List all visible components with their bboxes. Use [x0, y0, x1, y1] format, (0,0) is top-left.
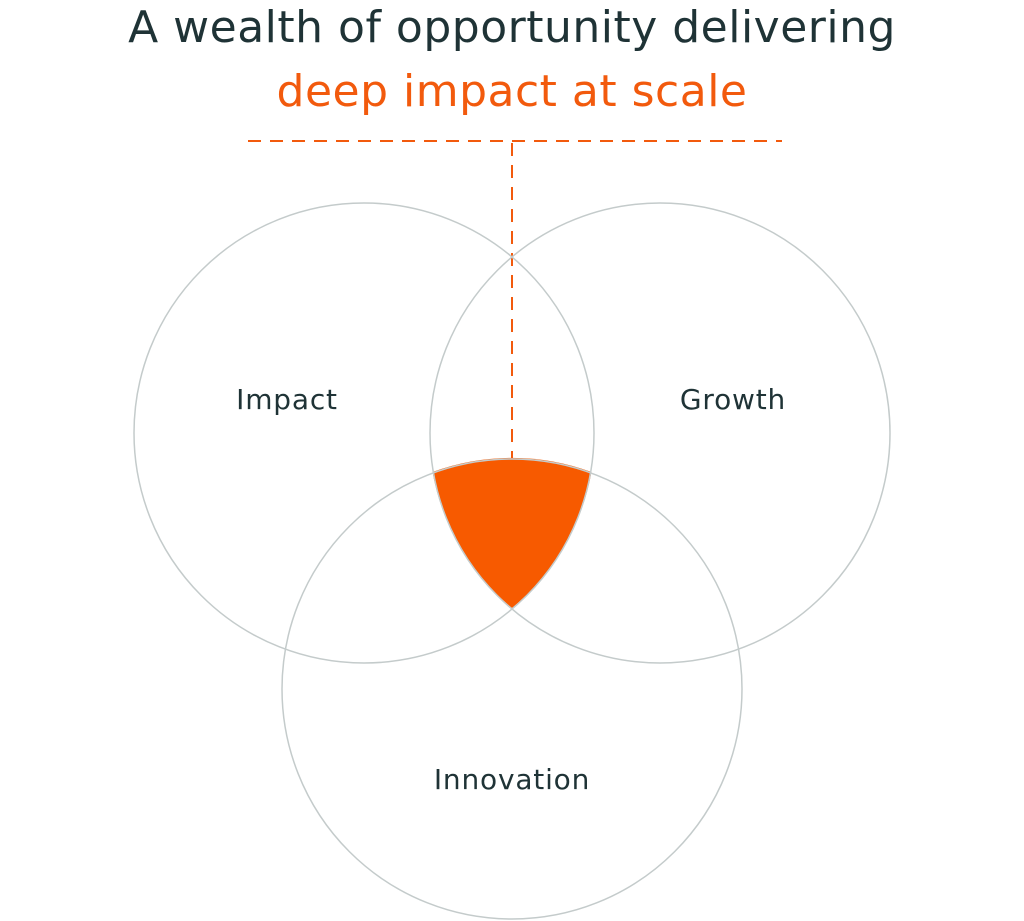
- circle-impact: [133, 202, 595, 664]
- circle-growth: [429, 202, 891, 664]
- headline-line1: A wealth of opportunity delivering: [128, 2, 896, 53]
- circle-innovation: [281, 458, 743, 920]
- label-growth: Growth: [680, 383, 786, 416]
- headline-line2-highlight: deep impact at scale: [276, 66, 748, 117]
- label-impact: Impact: [236, 383, 338, 416]
- triple-intersection-highlight: [432, 457, 592, 608]
- label-innovation: Innovation: [434, 763, 590, 796]
